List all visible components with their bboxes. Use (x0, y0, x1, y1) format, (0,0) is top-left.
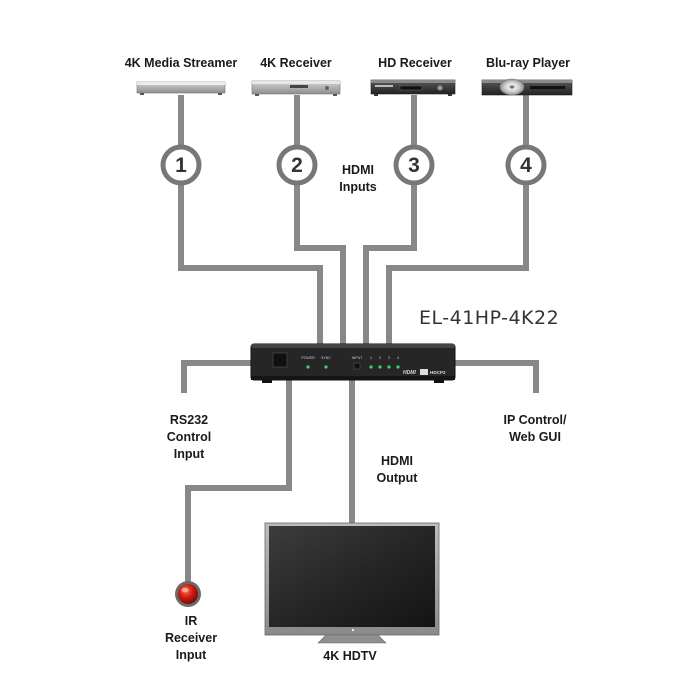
panel-input-4: 4 (397, 356, 399, 360)
input-led-2 (378, 365, 382, 369)
4k-logo-icon (420, 369, 428, 375)
panel-input-2: 2 (379, 356, 381, 360)
tv-icon (264, 522, 440, 644)
cable-rs232 (181, 360, 256, 393)
input-number-2: 2 (291, 154, 303, 177)
panel-input-3: 3 (388, 356, 390, 360)
sync-led (324, 365, 328, 369)
rs232-control-label: RS232 Control Input (166, 413, 212, 461)
source-label-hd-receiver: HD Receiver (378, 56, 452, 70)
4k-receiver-device (251, 80, 341, 96)
ir-sensor-window (272, 352, 288, 368)
tv-label: 4K HDTV (323, 649, 377, 663)
input-label: INPUT (352, 356, 364, 360)
model-number: EL-41HP-4K22 (419, 307, 560, 329)
sync-label: SYNC (321, 356, 331, 360)
hdmi-logo: HDMI (403, 370, 416, 376)
cable-ir (185, 378, 292, 582)
input-select-button (353, 362, 361, 370)
input-circle-2: 2 (276, 144, 318, 186)
input-circle-4: 4 (505, 144, 547, 186)
input-circle-3: 3 (393, 144, 435, 186)
tv-screen (269, 526, 435, 627)
ir-receiver-icon (175, 581, 201, 607)
source-label-blu-ray-player: Blu-ray Player (485, 56, 571, 70)
input-circle-1: 1 (160, 144, 202, 186)
hd-receiver-device (370, 79, 456, 96)
media-streamer-device (136, 81, 226, 95)
input-led-3 (387, 365, 391, 369)
input-led-1 (369, 365, 373, 369)
ir-receiver-label: IR Receiver Input (164, 614, 218, 662)
input-number-4: 4 (520, 154, 532, 177)
matrix-switcher-device: POWER SYNC INPUT 1 2 3 4 HDMI HDCP2 (250, 343, 456, 383)
input-number-circles: 1 2 3 4 (160, 144, 547, 186)
cable-ip (450, 360, 539, 393)
panel-input-1: 1 (370, 356, 372, 360)
tv-stand (317, 634, 387, 644)
hdcp-logo: HDCP2 (430, 370, 446, 375)
power-led (306, 365, 310, 369)
input-led-4 (396, 365, 400, 369)
power-label: POWER (301, 356, 315, 360)
hdmi-output-label: HDMI Output (376, 454, 418, 485)
source-label-media-streamer: 4K Media Streamer (124, 56, 238, 70)
source-label-4k-receiver: 4K Receiver (260, 56, 332, 70)
input-number-3: 3 (408, 154, 420, 177)
input-number-1: 1 (175, 154, 187, 177)
blu-ray-player-device (481, 78, 573, 96)
ip-control-label: IP Control/ Web GUI (503, 413, 567, 444)
hdmi-inputs-label: HDMI Inputs (339, 163, 377, 194)
